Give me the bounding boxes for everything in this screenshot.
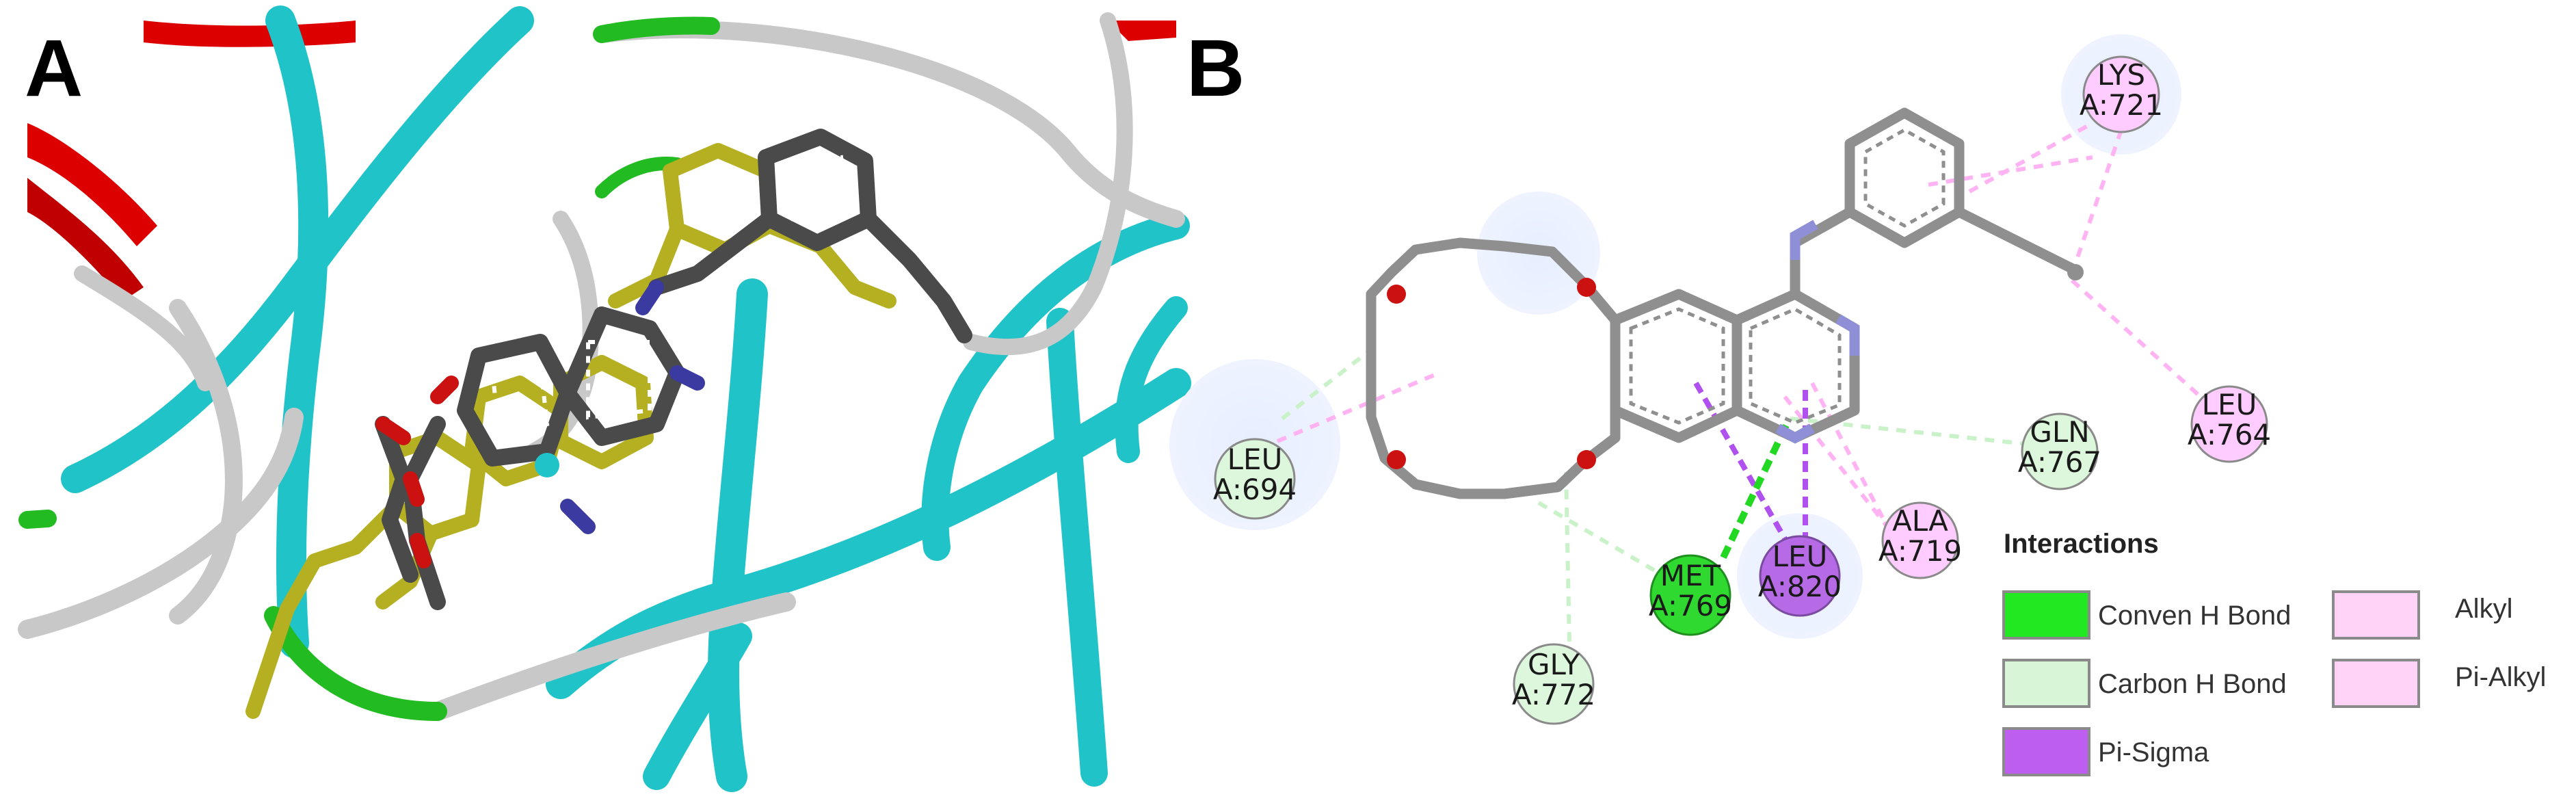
residue-id: A:721 — [2080, 88, 2163, 122]
quinazoline-aromatic-dashes — [1629, 307, 1842, 425]
legend-title: Interactions — [2004, 529, 2159, 559]
residue-id: A:764 — [2188, 418, 2271, 451]
residue-bubble-met769: MET A:769 — [1649, 554, 1732, 636]
aniline-aromatic-dashes — [1863, 128, 1946, 228]
residue-bubble-gly772: GLY A:772 — [1512, 643, 1595, 725]
legend-item-alkyl: Alkyl — [2332, 590, 2512, 640]
legend-item-pi-alkyl: Pi-Alkyl — [2332, 659, 2546, 708]
residue-id: A:769 — [1649, 589, 1732, 622]
residue-name: LEU — [1772, 540, 1828, 573]
center-marker — [535, 453, 559, 477]
legend-label: Pi-Alkyl — [2455, 662, 2546, 692]
legend-label: Pi-Sigma — [2098, 737, 2209, 767]
line-ala719-b — [1810, 382, 1889, 528]
quinazoline-nitrogens — [1775, 314, 1860, 444]
macrocycle-ring — [1366, 237, 1621, 499]
residue-bubble-lys721: LYS A:721 — [2080, 55, 2163, 133]
aromatic-dashes — [490, 155, 851, 441]
legend-item-pi-sigma: Pi-Sigma — [2002, 727, 2209, 776]
line-gly772-a — [1564, 471, 1571, 644]
residue-name: LEU — [1227, 443, 1283, 476]
panel-a-letter: A — [25, 23, 83, 114]
residue-bubble-gln767: GLN A:767 — [2018, 412, 2101, 490]
docked-ligand — [375, 129, 972, 610]
line-leu764 — [2070, 278, 2218, 412]
residue-name: LEU — [2202, 388, 2257, 421]
residue-bubble-leu820: LEU A:820 — [1758, 535, 1842, 617]
legend-item-conven-h-bond: Conven H Bond — [2002, 590, 2291, 640]
panel-b-letter: B — [1186, 23, 1245, 114]
residue-id: A:694 — [1213, 473, 1297, 506]
residue-id: A:767 — [2018, 445, 2101, 479]
line-met769-hbond — [1720, 423, 1790, 560]
residue-name: GLY — [1528, 648, 1580, 681]
residue-id: A:719 — [1878, 534, 1962, 568]
line-lys721-a — [1968, 121, 2094, 194]
residue-name: ALA — [1892, 504, 1948, 538]
amine-nitrogen — [1790, 220, 1818, 260]
line-lys721-c — [2070, 129, 2123, 274]
residue-name: MET — [1660, 559, 1721, 592]
aniline-ring — [1790, 107, 2081, 300]
docked-ligand-heteroatoms — [375, 280, 705, 568]
residue-id: A:772 — [1512, 678, 1595, 711]
interaction-lines — [1276, 121, 2218, 644]
line-leu820-a — [1693, 382, 1794, 552]
legend-label: Conven H Bond — [2098, 601, 2291, 631]
legend-label: Alkyl — [2455, 594, 2512, 624]
line-leu694-hbond — [1281, 350, 1369, 421]
panel-b-2d-diagram: B — [1169, 23, 2546, 776]
residue-name: LYS — [2097, 58, 2145, 92]
ethynyl-terminal — [2067, 264, 2084, 280]
residue-bubble-leu764: LEU A:764 — [2188, 385, 2271, 463]
residue-bubble-leu694: LEU A:694 — [1213, 438, 1297, 520]
line-lys721-b — [1928, 155, 2093, 187]
panel-a-3d-view: A — [18, 5, 1191, 792]
line-leu694-alkyl — [1276, 371, 1441, 443]
residue-bubble-ala719: ALA A:719 — [1878, 501, 1962, 579]
interactions-legend: Interactions Conven H Bond Carbon H Bond… — [2002, 529, 2546, 776]
line-gly772-b — [1537, 501, 1663, 577]
legend-label: Carbon H Bond — [2098, 669, 2287, 699]
pi-sigma-lines — [1693, 382, 1808, 552]
quinazoline-core — [1610, 289, 1860, 443]
residue-name: GLN — [2030, 415, 2089, 449]
macrocycle-oxygens — [1387, 278, 1596, 469]
legend-item-carbon-h-bond: Carbon H Bond — [2002, 659, 2287, 708]
residue-id: A:820 — [1758, 570, 1842, 603]
